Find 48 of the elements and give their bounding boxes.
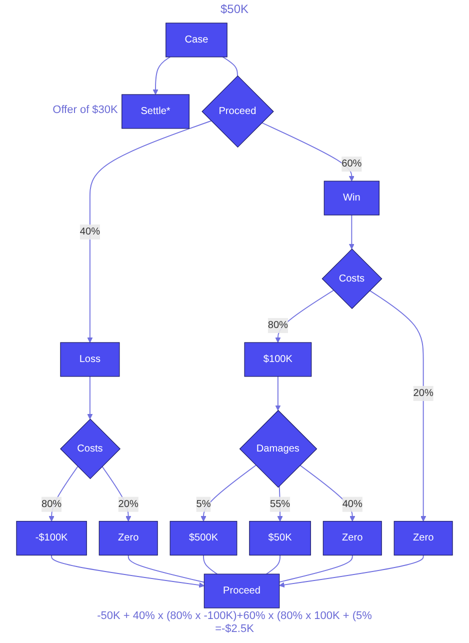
edge-label: 5% — [196, 498, 211, 510]
node-caption: Offer of $30K — [52, 104, 118, 118]
arrow — [51, 554, 204, 588]
node-diamond: Proceed — [202, 75, 274, 148]
arrow — [87, 376, 93, 420]
edge-label: 40% — [80, 226, 100, 238]
arrow — [102, 466, 132, 522]
node-box: Loss — [60, 342, 120, 377]
edge-label: 80% — [268, 320, 288, 331]
node-box: $500K — [170, 520, 238, 556]
node-diamond: Damages — [239, 410, 318, 488]
arrow — [275, 376, 281, 411]
node-box: $50K — [249, 520, 311, 556]
node-box: Win — [324, 180, 380, 216]
node-box: Zero — [322, 520, 382, 556]
connector — [222, 56, 238, 76]
arrow — [48, 466, 78, 522]
cost-label: $50K — [220, 2, 249, 16]
connector — [128, 554, 205, 583]
arrow — [261, 122, 354, 182]
connector — [203, 554, 218, 575]
edge-label: 20% — [118, 498, 138, 510]
node-box: Zero — [394, 520, 453, 556]
node-box: Case — [166, 22, 228, 58]
connector — [266, 554, 281, 575]
node-box: Zero — [98, 520, 158, 556]
edge-label: 55% — [270, 498, 290, 510]
node-box: Settle* — [122, 94, 190, 129]
edge-label: 20% — [413, 388, 434, 398]
arrow — [200, 464, 256, 522]
arrow — [152, 56, 171, 95]
node-diamond: Costs — [322, 248, 382, 310]
node-box: -$100K — [16, 520, 87, 556]
node-box: $100K — [244, 342, 312, 377]
edge-label: 40% — [342, 498, 362, 510]
arrow — [279, 554, 424, 588]
arrow — [348, 214, 354, 250]
arrow — [87, 120, 212, 343]
arrow — [275, 290, 334, 343]
connector — [278, 554, 353, 583]
node-caption: -50K + 40% x (80% x -100K)+60% x (80% x 100K + (5% — [96, 610, 373, 623]
node-caption: =-$2.5K — [214, 622, 255, 636]
arrow — [369, 290, 426, 522]
node-box: Proceed — [204, 574, 280, 608]
node-diamond: Costs — [60, 418, 121, 480]
edge-label: 80% — [41, 498, 62, 510]
arrow — [300, 464, 356, 522]
edge-label: 60% — [342, 158, 362, 170]
